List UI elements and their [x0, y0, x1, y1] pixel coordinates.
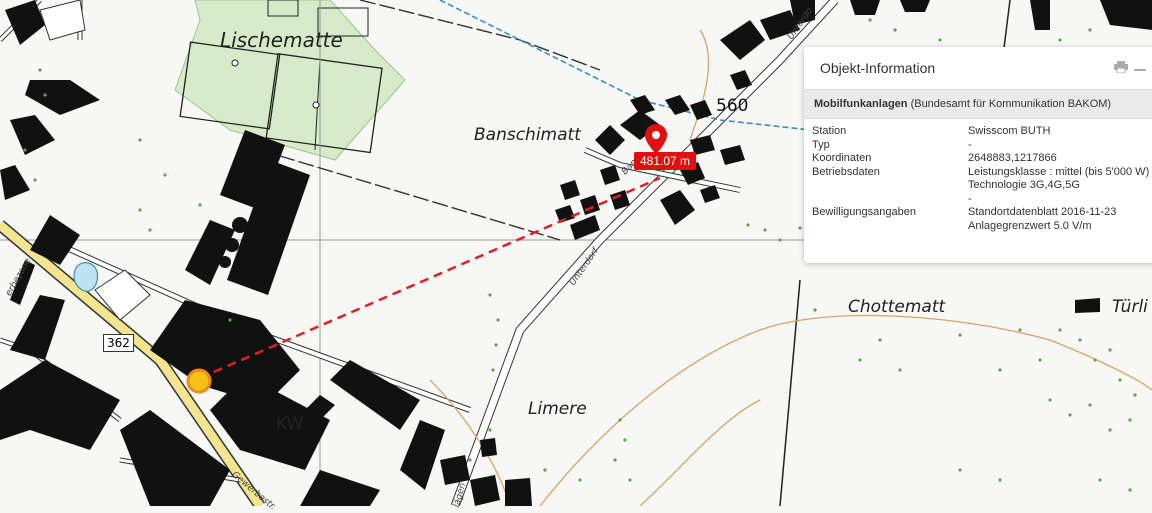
layer-name: Mobilfunkanlagen: [814, 98, 908, 110]
attribute-row: Bewilligungsangaben Standortdatenblatt 20…: [812, 206, 1149, 220]
label-chottematt: Chottematt: [848, 297, 946, 317]
spot-height-label: 560: [716, 96, 749, 116]
attribute-value: Swisscom BUTH: [968, 125, 1051, 137]
distance-measurement-label: 481.07 m: [634, 152, 697, 170]
location-pin-icon[interactable]: [645, 124, 667, 154]
distance-line: [199, 176, 661, 380]
panel-header: Objekt-Information: [804, 47, 1152, 89]
attribute-row: Technologie 3G,4G,5G: [812, 179, 1149, 193]
attribute-value: Technologie 3G,4G,5G: [968, 179, 1080, 191]
attribute-value: -: [968, 192, 972, 205]
attribute-value: 2648883,1217866: [968, 152, 1057, 164]
layer-source: (Bundesamt für Kommunikation BAKOM): [910, 98, 1112, 110]
attribute-row: Anlagegrenzwert 5.0 V/m: [812, 220, 1149, 234]
object-information-panel: Objekt-Information Mobilfunkanlagen (Bun…: [804, 47, 1152, 263]
label-limere: Limere: [528, 399, 587, 419]
attribute-value: Anlagegrenzwert 5.0 V/m: [968, 219, 1092, 232]
layer-heading: Mobilfunkanlagen (Bundesamt für Kommunik…: [804, 89, 1152, 119]
attribute-key: [812, 220, 968, 234]
attribute-key: Bewilligungsangaben: [812, 206, 916, 218]
attribute-value: -: [968, 138, 972, 151]
minimize-icon[interactable]: [1134, 61, 1146, 73]
attribute-row: Station Swisscom BUTH: [812, 125, 1149, 139]
white-blocks: [39, 0, 151, 321]
attribute-row: -: [812, 193, 1149, 207]
attribute-key: Typ: [812, 138, 830, 151]
label-banschimatt: Banschimatt: [474, 125, 581, 145]
attribute-key: Betriebsdaten: [812, 165, 880, 178]
attribute-row: Koordinaten 2648883,1217866: [812, 152, 1149, 166]
attribute-row: Typ -: [812, 139, 1149, 153]
vegetation-dots: [23, 18, 1137, 492]
pond: [73, 262, 99, 292]
attribute-value: Leistungsklasse : mittel (bis 5'000 W): [968, 165, 1150, 178]
attribute-key: [812, 193, 968, 207]
label-turli: Türli: [1112, 297, 1148, 317]
panel-title: Objekt-Information: [820, 60, 936, 76]
route-number-shield: 362: [103, 334, 134, 352]
attribute-value: Standortdatenblatt 2016-11-23: [968, 206, 1117, 218]
antenna-location-icon[interactable]: [186, 368, 212, 394]
attribute-table: Station Swisscom BUTH Typ - Koordinaten 26488…: [812, 125, 1149, 233]
label-kw: KW: [276, 414, 304, 434]
print-icon[interactable]: [1114, 61, 1128, 73]
label-lischematte: Lischematte: [220, 28, 343, 52]
sports-field-area: [174, 0, 406, 161]
attribute-row: Betriebsdaten Leistungsklasse : mittel (b…: [812, 166, 1149, 180]
attribute-key: Station: [812, 125, 847, 137]
attribute-key: [812, 179, 968, 193]
attribute-key: Koordinaten: [812, 152, 872, 164]
